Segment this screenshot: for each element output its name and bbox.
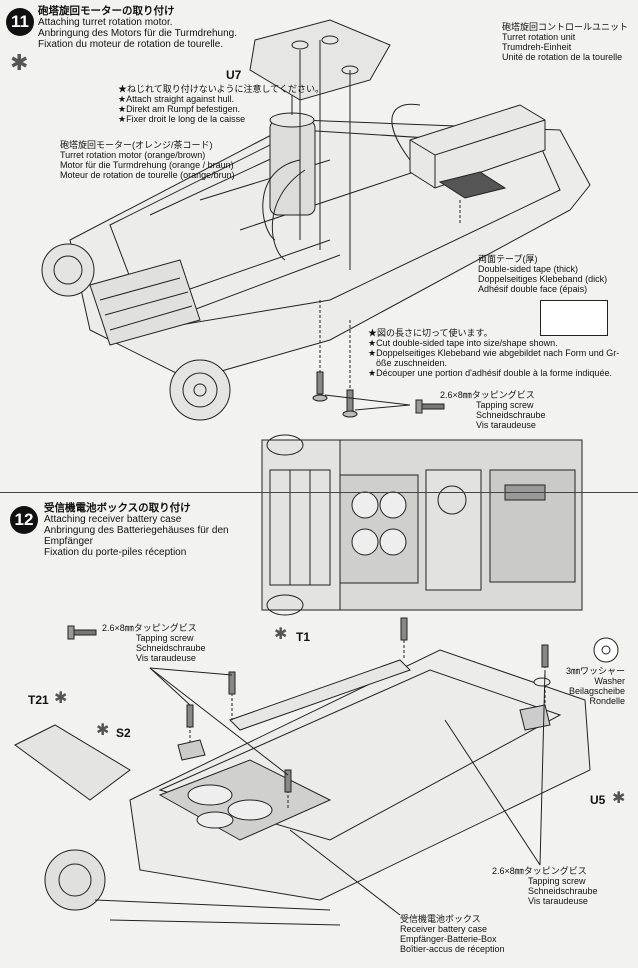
tape-label-de: Doppelseitiges Klebeband (dick) <box>478 274 608 284</box>
step-11-title: 砲塔旋回モーターの取り付け Attaching turret rotation … <box>38 5 237 51</box>
motor-label-jp: 砲塔旋回モーター(オレンジ/茶コード) <box>60 140 213 150</box>
step-12-screw-de: Schneidschraube <box>136 643 206 653</box>
caution-de: ★Direkt am Rumpf befestigen. <box>118 104 241 114</box>
screw-label-de: Schneidschraube <box>476 410 546 420</box>
cement-icon: ✱ <box>274 626 288 643</box>
part-t1-label: T1 <box>296 630 311 644</box>
battery-case-fr: Boîtier-accus de réception <box>400 944 505 954</box>
cement-icon: ✱ <box>96 722 110 739</box>
washer-label: 3㎜ワッシャー Washer Beilagscheibe Rondelle <box>566 666 625 706</box>
control-unit-de: Trumdreh-Einheit <box>502 42 572 52</box>
tape-label-en: Double-sided tape (thick) <box>478 264 579 274</box>
step-12-title-fr: Fixation du porte-piles réception <box>44 547 187 558</box>
control-unit-fr: Unité de rotation de la tourelle <box>502 52 623 62</box>
caution-jp: ★ねじれて取り付けないように注意してください。 <box>118 84 325 94</box>
cut-note-fr: ★Découper une portion d'adhésif double à… <box>368 368 612 378</box>
step-12-title-de-1: Anbringung des Batteriegehäuses für den <box>44 525 229 536</box>
screw-label-fr: Vis taraudeuse <box>476 420 536 430</box>
step-12-screw-fr: Vis taraudeuse <box>136 653 196 663</box>
tape-label: 両面テープ(厚) Double-sided tape (thick) Doppe… <box>478 254 607 294</box>
step-12-title: 受信機電池ボックスの取り付け Attaching receiver batter… <box>44 502 229 559</box>
part-s2-label: S2 <box>116 726 131 740</box>
cut-tape-note: ★図の長さに切って使います。 ★Cut double-sided tape in… <box>368 328 619 378</box>
control-unit-en: Turret rotation unit <box>502 32 576 42</box>
cut-note-de-1: ★Doppelseitiges Klebeband wie abgebildet… <box>368 348 620 358</box>
battery-case-en: Receiver battery case <box>400 924 488 934</box>
step-11-title-de: Anbringung des Motors für die Turmdrehun… <box>38 28 237 39</box>
motor-label: 砲塔旋回モーター(オレンジ/茶コード) Turret rotation moto… <box>60 140 235 180</box>
step-12-screw-label-2: 2.6×8㎜タッピングビス Tapping screw Schneidschra… <box>492 866 598 906</box>
battery-case-label: 受信機電池ボックス Receiver battery case Empfänge… <box>400 914 505 954</box>
tapping-screw-label: 2.6×8㎜タッピングビス Tapping screw Schneidschra… <box>440 390 546 430</box>
screw-label-jp: 2.6×8㎜タッピングビス <box>440 390 535 400</box>
step-11-badge: 11 <box>6 8 34 36</box>
step-12-screw2-en: Tapping screw <box>528 876 586 886</box>
caution-fr: ★Fixer droit le long de la caisse <box>118 114 246 124</box>
step-11-title-fr: Fixation du moteur de rotation de tourel… <box>38 39 224 50</box>
step-12-title-jp: 受信機電池ボックスの取り付け <box>44 502 191 514</box>
step-12-title-en: Attaching receiver battery case <box>44 514 182 525</box>
step-11-title-en: Attaching turret rotation motor. <box>38 17 173 28</box>
part-u5-label: U5 <box>590 793 606 807</box>
attach-straight-note: ★ねじれて取り付けないように注意してください。 ★Attach straight… <box>118 84 324 124</box>
cement-icon: ✱ <box>54 690 68 707</box>
caution-en: ★Attach straight against hull. <box>118 94 235 104</box>
washer-label-de: Beilagscheibe <box>568 686 626 696</box>
cut-note-de-2: öße zuschneiden. <box>376 358 448 368</box>
motor-label-fr: Moteur de rotation de tourelle (orange/b… <box>60 170 235 180</box>
step-12-screw2-jp: 2.6×8㎜タッピングビス <box>492 866 587 876</box>
screw-label-en: Tapping screw <box>476 400 534 410</box>
part-t21-label: T21 <box>28 693 49 707</box>
step-12-screw-jp: 2.6×8㎜タッピングビス <box>102 623 197 633</box>
step-11-number: 11 <box>11 12 29 31</box>
control-unit-label: 砲塔旋回コントロールユニット Turret rotation unit Trum… <box>502 22 628 62</box>
step-12-badge: 12 <box>10 506 38 534</box>
tape-size-template <box>540 300 608 336</box>
step-11-title-jp: 砲塔旋回モーターの取り付け <box>38 5 175 17</box>
battery-case-jp: 受信機電池ボックス <box>400 914 481 924</box>
step-12-screw2-fr: Vis taraudeuse <box>528 896 588 906</box>
step-12-number: 12 <box>14 510 34 529</box>
tape-label-jp: 両面テープ(厚) <box>478 254 538 264</box>
step-divider <box>0 492 638 493</box>
step-12-title-de-2: Empfänger <box>44 536 93 547</box>
control-unit-jp: 砲塔旋回コントロールユニット <box>502 22 629 32</box>
step-12-screw2-de: Schneidschraube <box>528 886 598 896</box>
cut-note-jp: ★図の長さに切って使います。 <box>368 328 493 338</box>
motor-label-de: Motor für die Turmdrehung (orange / brau… <box>60 160 234 170</box>
step-12-screw-en: Tapping screw <box>136 633 194 643</box>
cut-note-en: ★Cut double-sided tape into size/shape s… <box>368 338 558 348</box>
tape-label-fr: Adhésif double face (épais) <box>478 284 588 294</box>
cement-icon: ✱ <box>612 790 626 807</box>
motor-label-en: Turret rotation motor (orange/brown) <box>60 150 206 160</box>
battery-case-de: Empfänger-Batterie-Box <box>400 934 497 944</box>
part-u7-label: U7 <box>226 68 242 82</box>
washer-label-fr: Rondelle <box>589 696 626 706</box>
washer-label-jp: 3㎜ワッシャー <box>566 666 626 676</box>
washer-label-en: Washer <box>594 676 626 686</box>
step-12-screw-label: 2.6×8㎜タッピングビス Tapping screw Schneidschra… <box>102 623 206 663</box>
screwdriver-icon: ✱ <box>10 50 29 75</box>
